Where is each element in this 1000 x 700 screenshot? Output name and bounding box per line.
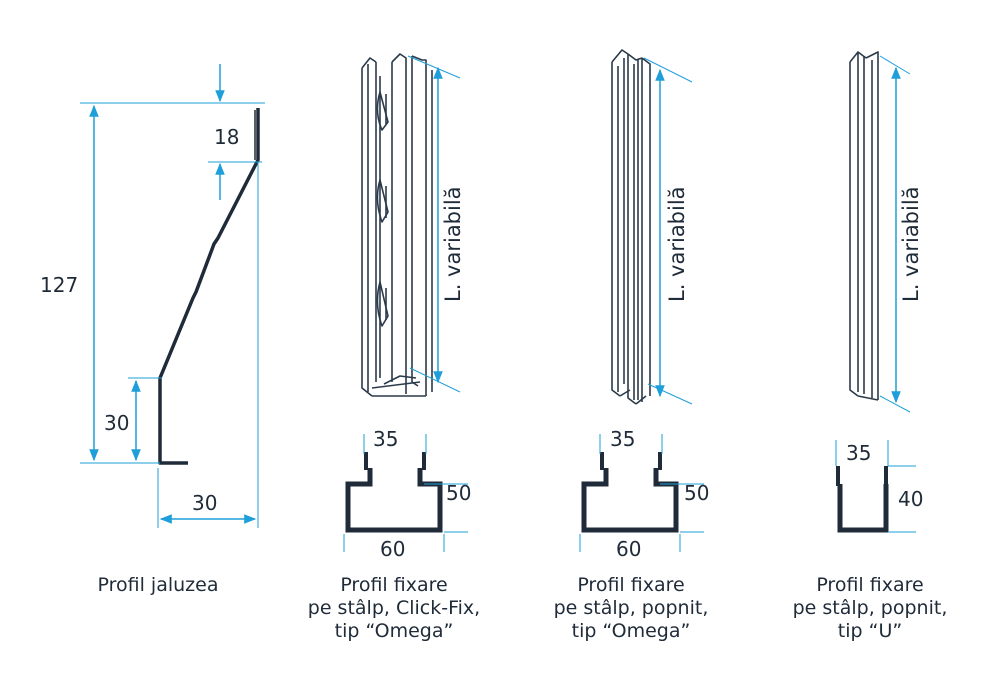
omega-rivet-length-label: L. variabilă <box>665 186 689 302</box>
louver-extension-lines <box>80 102 265 528</box>
u-rivet-caption-line-1: Profil fixare <box>816 574 924 596</box>
omega-rivet-column <box>611 49 651 405</box>
omega-clickfix-length-ext-top <box>407 55 461 79</box>
omega-rivet-caption-line-1: Profil fixare <box>577 574 685 596</box>
u-rivet-length-ext-bottom <box>879 395 911 413</box>
u-rivet-length-label: L. variabilă <box>899 186 923 302</box>
louver-height-label: 127 <box>40 273 78 297</box>
u-rivet-caption-line-2: pe stâlp, popnit, <box>792 597 948 619</box>
omega-clickfix-length-label: L. variabilă <box>441 186 465 302</box>
u-rivet-top-label: 35 <box>846 441 871 465</box>
u-rivet-profile: L. variabilă 35 40 <box>835 51 923 533</box>
omega-rivet-length-ext-bottom <box>647 383 693 405</box>
omega-clickfix-caption: Profil fixare pe stâlp, Click-Fix, tip “… <box>294 574 494 643</box>
u-rivet-side-label: 40 <box>898 487 923 511</box>
u-rivet-section <box>835 440 916 533</box>
omega-rivet-bottom-label: 60 <box>616 537 641 561</box>
omega-rivet-profile: L. variabilă 35 50 60 <box>579 49 709 561</box>
omega-clickfix-length-ext-bottom <box>409 367 461 393</box>
louver-top-label: 18 <box>214 125 239 149</box>
omega-clickfix-profile: L. variabilă 35 50 60 <box>343 53 471 561</box>
louver-caption: Profil jaluzea <box>58 574 258 597</box>
louver-caption-line: Profil jaluzea <box>97 574 219 596</box>
louver-profile-outline <box>158 108 260 465</box>
omega-clickfix-caption-line-1: Profil fixare <box>340 574 448 596</box>
omega-rivet-length-ext-top <box>643 57 693 83</box>
omega-clickfix-column <box>361 53 433 397</box>
u-rivet-column <box>849 51 879 401</box>
louver-bottom-label: 30 <box>104 411 129 435</box>
omega-rivet-caption-line-3: tip “Omega” <box>571 620 691 642</box>
omega-clickfix-bottom-label: 60 <box>380 537 405 561</box>
omega-rivet-top-label: 35 <box>610 427 635 451</box>
omega-clickfix-caption-line-2: pe stâlp, Click-Fix, <box>307 597 481 619</box>
u-rivet-length-ext-top <box>879 55 911 75</box>
omega-clickfix-section <box>343 434 468 552</box>
u-rivet-caption: Profil fixare pe stâlp, popnit, tip “U” <box>770 574 970 643</box>
omega-rivet-section <box>579 434 704 552</box>
louver-width-label: 30 <box>192 491 217 515</box>
omega-clickfix-top-label: 35 <box>373 427 398 451</box>
omega-clickfix-side-label: 50 <box>446 481 471 505</box>
u-rivet-caption-line-3: tip “U” <box>837 620 903 642</box>
omega-rivet-caption-line-2: pe stâlp, popnit, <box>553 597 709 619</box>
omega-clickfix-caption-line-3: tip “Omega” <box>334 620 454 642</box>
omega-rivet-caption: Profil fixare pe stâlp, popnit, tip “Ome… <box>531 574 731 643</box>
omega-rivet-side-label: 50 <box>684 481 709 505</box>
louver-profile: 127 18 30 30 <box>40 64 265 528</box>
